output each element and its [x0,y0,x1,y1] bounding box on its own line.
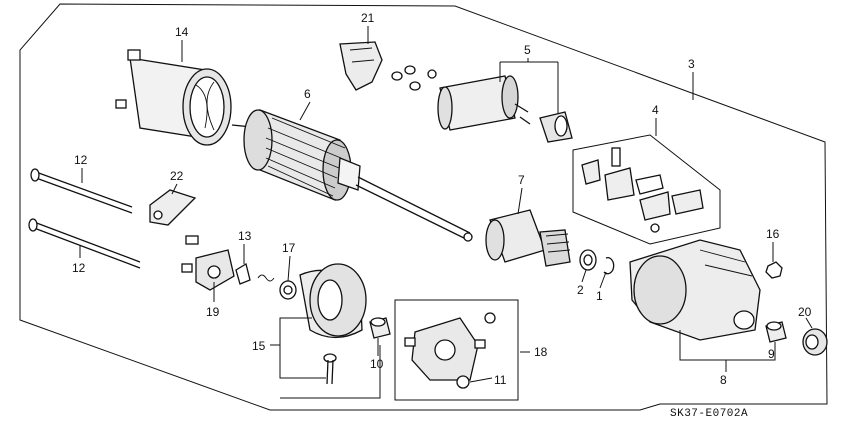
callout-16: 16 [766,227,780,241]
stop-ring-and-clip [579,249,615,275]
assembly-outline [19,3,828,411]
callout-8: 8 [720,373,727,387]
callout-2: 2 [577,283,584,297]
callout-19: 19 [206,305,220,319]
solenoid-bracket [339,41,383,91]
group-4-box [572,134,721,245]
diagram-code: SK37-E0702A [670,408,748,420]
bushing-small [765,321,787,343]
solenoid [437,75,573,143]
armature [231,109,473,242]
callout-5: 5 [524,43,531,57]
gear-housing-cover [181,235,235,291]
callout-18: 18 [534,345,548,359]
yoke-housing [115,49,232,146]
spring-and-retainer [235,262,297,300]
through-bolts [28,168,141,269]
overrunning-clutch [485,209,571,267]
callout-4: 4 [652,103,659,117]
callout-12-bottom: 12 [72,261,86,275]
callout-7: 7 [518,173,525,187]
brush-holder [404,312,496,389]
bushing [369,317,391,339]
gear-housing [629,239,761,341]
callout-12-top: 12 [74,153,88,167]
contact-kit [581,147,704,233]
callout-3: 3 [688,57,695,71]
dust-seal [802,328,828,356]
callout-17: 17 [282,241,296,255]
nut [765,261,783,279]
end-frame [299,263,367,339]
solenoid-washers [391,65,437,91]
callout-1: 1 [596,289,603,303]
callout-20: 20 [798,305,812,319]
end-frame-screw [323,353,337,385]
callout-14: 14 [175,25,189,39]
callout-labels: 14 21 5 3 4 6 12 12 22 7 16 13 17 2 1 19… [72,11,812,387]
leader-lines [79,26,813,399]
callout-13: 13 [238,229,252,243]
callout-10: 10 [370,357,384,371]
callout-22: 22 [170,169,184,183]
callout-9: 9 [768,347,775,361]
group-18-box [394,299,519,401]
callout-15: 15 [252,339,266,353]
callout-6: 6 [304,87,311,101]
callout-11: 11 [494,373,507,387]
callout-21: 21 [361,11,375,25]
terminal-strap [149,189,197,226]
